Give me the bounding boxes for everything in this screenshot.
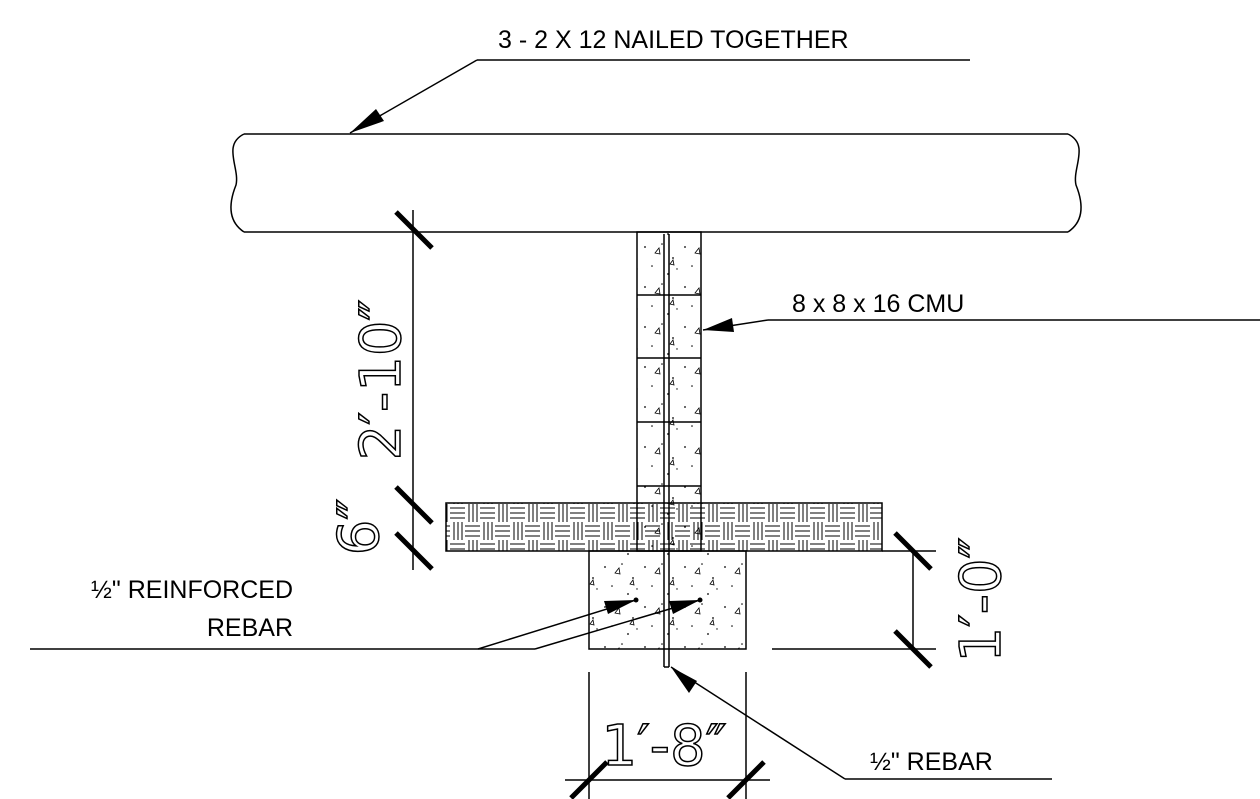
slab-thickness-text: 6″ bbox=[327, 499, 392, 556]
cmu-label: 8 x 8 x 16 CMU bbox=[792, 290, 964, 318]
wall-height-dimension bbox=[394, 210, 434, 571]
footing-depth-text: 1′-0″ bbox=[949, 537, 1014, 662]
rebar-label: ½" REBAR bbox=[870, 748, 993, 776]
footing bbox=[588, 550, 747, 650]
footing-width-text: 1′-8″ bbox=[601, 714, 726, 779]
footing-depth-dimension bbox=[772, 531, 936, 669]
beam-leader bbox=[349, 59, 970, 134]
cmu-leader bbox=[702, 318, 1260, 332]
reinforced-rebar-leader bbox=[30, 599, 701, 650]
footing-width-dimension bbox=[565, 672, 770, 799]
reinforced-label-line1: ½" REINFORCED bbox=[91, 576, 293, 604]
vertical-rebar bbox=[663, 234, 670, 668]
beam-label: 3 - 2 X 12 NAILED TOGETHER bbox=[498, 26, 849, 54]
wall-height-text: 2′-10″ bbox=[349, 300, 414, 461]
reinforced-label-line2: REBAR bbox=[207, 614, 293, 642]
rebar-leader bbox=[670, 666, 1052, 780]
beam bbox=[230, 133, 1082, 233]
